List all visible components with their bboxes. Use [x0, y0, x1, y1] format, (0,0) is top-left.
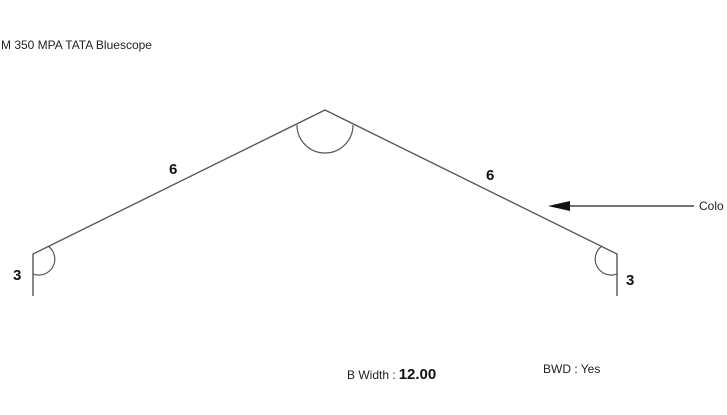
left-slope-dimension: 6: [169, 161, 178, 178]
blank-width-label: B Width :: [347, 368, 396, 382]
right-return-dimension: 3: [626, 272, 635, 289]
blank-width-value: 12.00: [398, 366, 437, 383]
left-return-dimension: 3: [13, 267, 22, 284]
material-spec-label: M 350 MPA TATA Bluescope: [1, 38, 152, 52]
right-corner-angle-arc: [594, 245, 618, 276]
colour-side-callout-label: Colo: [699, 199, 724, 213]
right-slope-dimension: 6: [486, 167, 495, 184]
left-corner-angle-arc: [32, 245, 56, 276]
colour-side-arrowhead: [548, 201, 570, 211]
ridge-angle-arc: [296, 124, 354, 154]
bwd-status-label: BWD : Yes: [543, 362, 601, 376]
blank-width-readout: B Width :12.00: [347, 366, 436, 384]
flashing-profile-line: [32, 109, 618, 296]
